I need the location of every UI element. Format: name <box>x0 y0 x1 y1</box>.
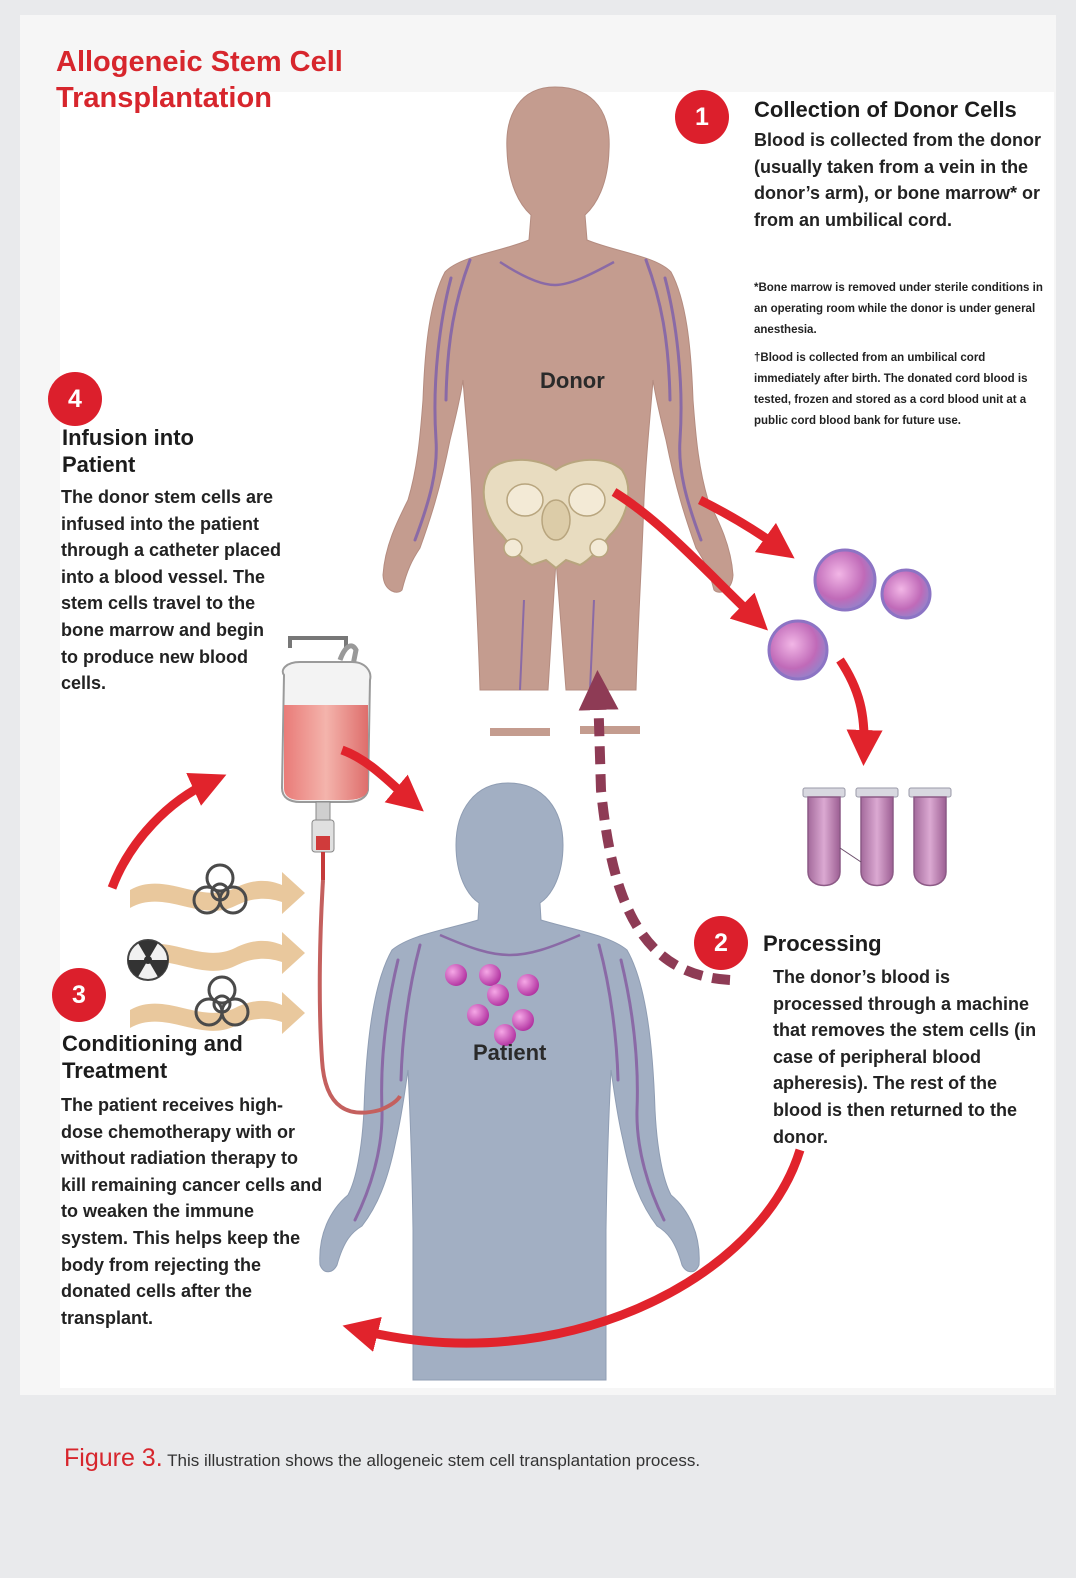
step-3-heading: Conditioning and Treatment <box>62 1030 252 1084</box>
step-1-note-bone-marrow: *Bone marrow is removed under sterile co… <box>754 278 1052 341</box>
radiation-icon <box>128 940 168 980</box>
step-1-body: Blood is collected from the donor (usual… <box>754 127 1046 233</box>
step-2-heading: Processing <box>763 930 1013 957</box>
step-4-body: The donor stem cells are infused into th… <box>61 484 283 697</box>
step-2-badge: 2 <box>694 916 748 970</box>
donor-figure <box>383 87 733 736</box>
diagram-title: Allogeneic Stem Cell Transplantation <box>56 44 476 116</box>
step-4-badge: 4 <box>48 372 102 426</box>
step-1-heading: Collection of Donor Cells <box>754 96 1054 123</box>
figure-caption-text: This illustration shows the allogeneic s… <box>167 1451 700 1470</box>
donor-label: Donor <box>540 368 605 394</box>
figure-caption: Figure 3. This illustration shows the al… <box>64 1444 700 1473</box>
step-3-badge: 3 <box>52 968 106 1022</box>
step-1-badge: 1 <box>675 90 729 144</box>
pelvis-icon <box>484 460 628 568</box>
step-3-body: The patient receives high-dose chemother… <box>61 1092 323 1331</box>
step-4-heading: Infusion into Patient <box>62 424 242 478</box>
test-tube-icon <box>803 788 951 886</box>
step-1-note-cord-blood: †Blood is collected from an umbilical co… <box>754 348 1048 432</box>
patient-label: Patient <box>473 1040 546 1066</box>
step-2-body: The donor’s blood is processed through a… <box>773 964 1045 1150</box>
figure-label: Figure 3. <box>64 1444 163 1472</box>
patient-figure <box>320 783 699 1380</box>
stem-cell-icon <box>769 550 930 679</box>
